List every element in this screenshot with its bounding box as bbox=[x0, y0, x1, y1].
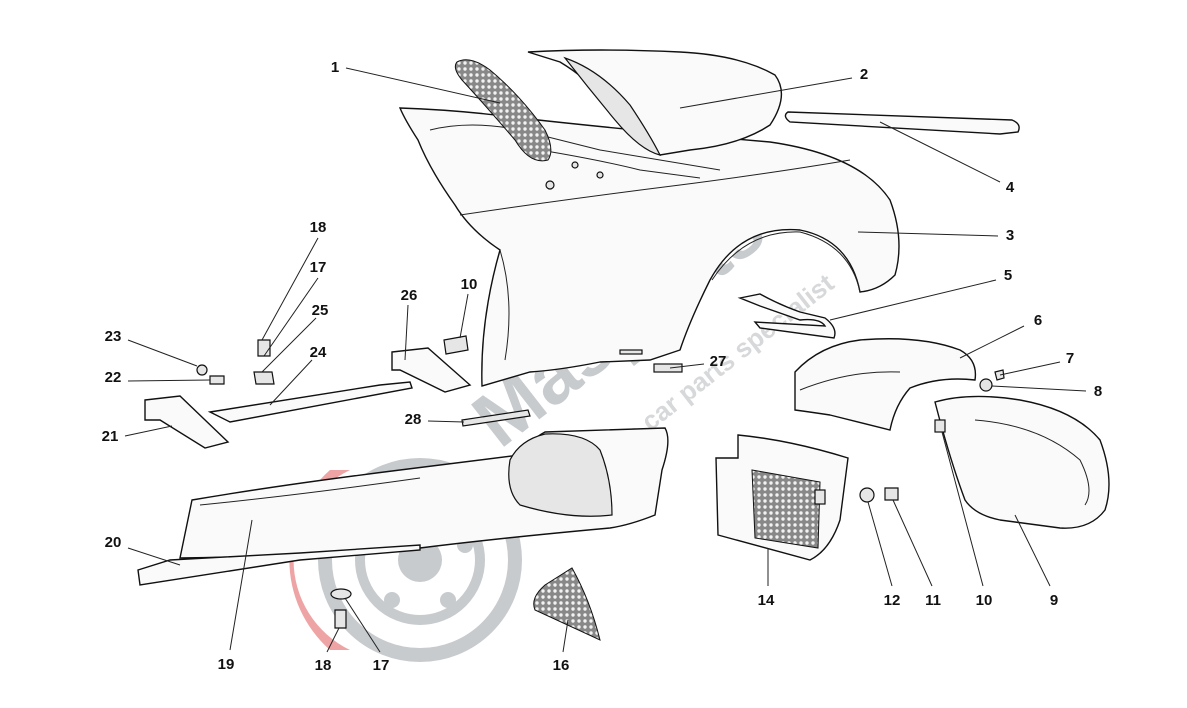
callout-23: 23 bbox=[105, 328, 122, 345]
part-bracket-26 bbox=[391, 347, 472, 393]
part-air-scoop bbox=[527, 49, 783, 156]
callout-24: 24 bbox=[310, 344, 327, 361]
part-washer-17-lower bbox=[330, 588, 352, 600]
part-wheel-arch-liner-lower bbox=[934, 395, 1110, 529]
part-strip-28 bbox=[461, 409, 531, 427]
callout-3: 3 bbox=[1006, 227, 1014, 244]
part-fastener-upper bbox=[253, 339, 275, 385]
callout-10: 10 bbox=[461, 276, 478, 293]
callout-10: 10 bbox=[976, 592, 993, 609]
callout-17: 17 bbox=[373, 657, 390, 674]
part-wheel-arch-liner-upper bbox=[794, 338, 977, 431]
callout-19: 19 bbox=[218, 656, 235, 673]
callout-20: 20 bbox=[105, 534, 122, 551]
part-bolt-18-lower bbox=[334, 609, 347, 629]
callout-6: 6 bbox=[1034, 312, 1042, 329]
part-side-mesh-panel bbox=[715, 434, 849, 561]
part-washer-12 bbox=[859, 487, 875, 503]
part-screw bbox=[994, 369, 1005, 381]
part-nut-23 bbox=[196, 364, 208, 376]
callout-12: 12 bbox=[884, 592, 901, 609]
callout-18: 18 bbox=[315, 657, 332, 674]
callout-9: 9 bbox=[1050, 592, 1058, 609]
callout-11: 11 bbox=[925, 592, 941, 609]
callout-5: 5 bbox=[1004, 267, 1012, 284]
part-wheel-bracket bbox=[737, 293, 836, 339]
callout-21: 21 bbox=[102, 428, 119, 445]
callout-14: 14 bbox=[758, 592, 775, 609]
part-trim-strip bbox=[784, 111, 1020, 135]
part-badge-27 bbox=[653, 363, 683, 373]
callout-26: 26 bbox=[401, 287, 418, 304]
callout-25: 25 bbox=[312, 302, 329, 319]
callout-16: 16 bbox=[553, 657, 570, 674]
part-bolt-11 bbox=[884, 487, 899, 501]
callout-2: 2 bbox=[860, 66, 868, 83]
part-clip-10 bbox=[443, 335, 469, 355]
part-upper-grille bbox=[454, 59, 552, 162]
callout-1: 1 bbox=[331, 59, 339, 76]
part-bolt-22 bbox=[209, 375, 225, 385]
part-strip-24 bbox=[207, 381, 413, 423]
callout-7: 7 bbox=[1066, 350, 1074, 367]
part-bracket-21 bbox=[144, 395, 230, 449]
callout-17: 17 bbox=[310, 259, 327, 276]
callout-22: 22 bbox=[105, 369, 122, 386]
part-side-sill bbox=[137, 427, 669, 586]
leader-lines bbox=[124, 67, 1087, 653]
part-washer bbox=[979, 378, 993, 392]
callout-8: 8 bbox=[1094, 383, 1102, 400]
callout-18: 18 bbox=[310, 219, 327, 236]
callout-28: 28 bbox=[405, 411, 422, 428]
callout-27: 27 bbox=[710, 353, 727, 370]
callout-4: 4 bbox=[1006, 179, 1015, 196]
